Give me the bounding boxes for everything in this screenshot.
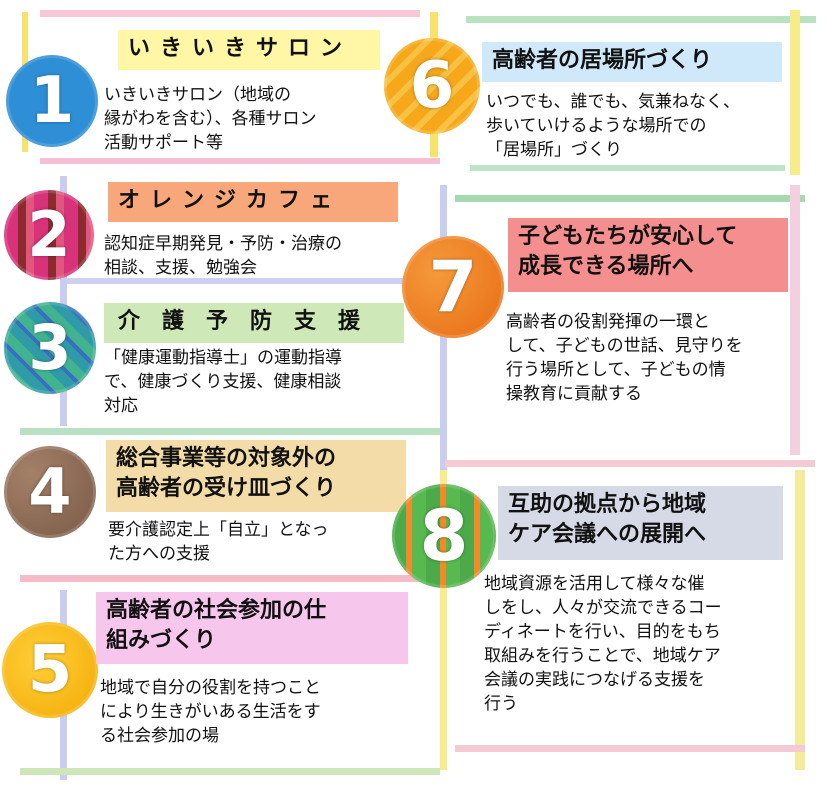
- decor-line: [445, 460, 815, 467]
- item-description-2: 認知症早期発見・予防・治療の 相談、支援、勉強会: [104, 234, 342, 278]
- item-title-5: 高齢者の社会参加の仕 組みづくり: [96, 592, 408, 664]
- number-circle-3: 3: [4, 302, 96, 394]
- decor-line: [20, 428, 440, 435]
- number-label: 7: [428, 246, 478, 328]
- item-title-7: 子どもたちが安心して 成長できる場所へ: [508, 218, 788, 292]
- number-circle-7: 7: [402, 236, 504, 338]
- item-title-6: 高齢者の居場所づくり: [482, 42, 782, 82]
- decor-line: [470, 165, 785, 171]
- number-label: 1: [29, 64, 75, 138]
- number-label: 6: [409, 49, 455, 123]
- item-description-5: 地域で自分の役割を持つこと により生きがいある生活をす る社会参加の場: [100, 678, 321, 746]
- number-circle-2: 2: [4, 190, 94, 280]
- item-title-8: 互助の拠点から地域 ケア会議への展開へ: [498, 486, 783, 560]
- item-title-3: 介護予防支援: [104, 303, 404, 343]
- number-circle-5: 5: [2, 622, 98, 718]
- decor-line: [455, 745, 805, 752]
- decor-line: [790, 10, 800, 175]
- number-label: 2: [27, 198, 71, 271]
- item-title-1: いきいきサロン: [118, 30, 380, 70]
- decor-line: [455, 195, 805, 202]
- number-circle-4: 4: [4, 446, 96, 538]
- number-circle-8: 8: [392, 484, 496, 588]
- number-circle-1: 1: [6, 55, 98, 147]
- decor-line: [40, 10, 420, 17]
- decor-line: [466, 16, 816, 23]
- decor-line: [440, 470, 447, 770]
- decor-line: [60, 278, 440, 284]
- number-label: 4: [28, 455, 72, 528]
- item-title-2: オレンジカフェ: [108, 182, 398, 222]
- item-description-3: 「健康運動指導士」の運動指導 で、健康づくり支援、健康相談 対応: [104, 348, 342, 416]
- item-description-8: 地域資源を活用して様々な催 しをし、人々が交流できるコー ディネートを行い、目的…: [484, 574, 722, 714]
- item-description-6: いつでも、誰でも、気兼ねなく、 歩いていけるような場所での 「居場所」づくり: [486, 92, 740, 160]
- item-title-4: 総合事業等の対象外の 高齢者の受け皿づくり: [106, 440, 406, 512]
- item-description-1: いきいきサロン（地域の 縁がわを含む）、各種サロン 活動サポート等: [104, 85, 317, 153]
- decor-line: [20, 768, 440, 775]
- number-label: 3: [28, 311, 72, 384]
- decor-line: [20, 575, 440, 582]
- decor-line: [40, 158, 440, 164]
- decor-line: [60, 176, 67, 426]
- item-description-7: 高齢者の役割発揮の一環と して、子どもの世話、見守りを 行う場所として、子どもの…: [506, 312, 743, 404]
- item-description-4: 要介護認定上「自立」となっ た方への支援: [108, 520, 329, 564]
- decor-line: [795, 470, 805, 770]
- decor-line: [790, 185, 800, 455]
- number-label: 5: [27, 633, 73, 707]
- number-circle-6: 6: [384, 38, 480, 134]
- number-label: 8: [419, 495, 469, 577]
